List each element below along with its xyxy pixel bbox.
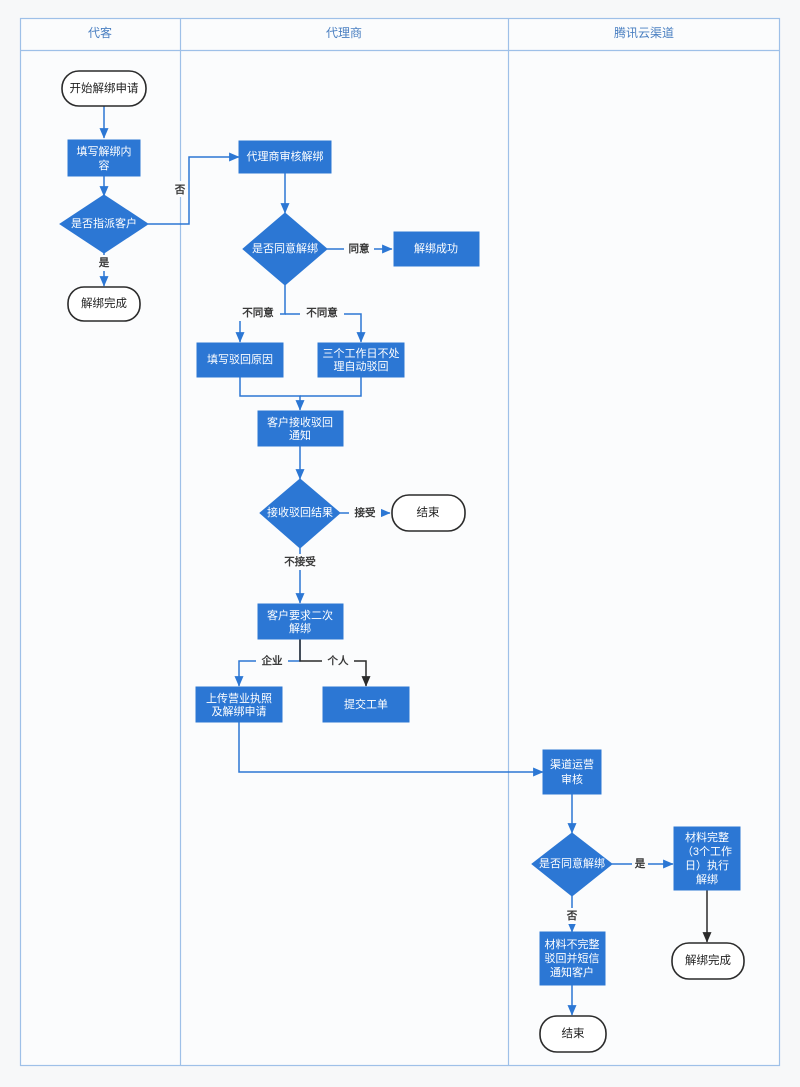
node-label: 开始解绑申请 — [70, 81, 139, 95]
node-unbind-complete-left[interactable]: 解绑完成 — [67, 286, 141, 322]
node-label: 解绑成功 — [414, 241, 458, 255]
lane-header-daike: 代客 — [88, 25, 112, 40]
node-end-agent-lane[interactable]: 结束 — [391, 494, 466, 532]
edge-label-result-accept: 接受 — [355, 506, 376, 519]
edge-label-disagree-left: 不同意 — [242, 306, 274, 319]
node-label-line2: 理自动驳回 — [334, 360, 389, 373]
node-unbind-success[interactable]: 解绑成功 — [393, 231, 480, 267]
node-materials-complete-execute-unbind[interactable]: 材料完整 （3个工作 日）执行 解绑 — [673, 826, 741, 891]
node-label: 接收驳回结果 — [267, 505, 333, 519]
swimlane-container — [19, 17, 781, 1067]
node-submit-ticket[interactable]: 提交工单 — [322, 686, 410, 723]
edge-label-result-reject: 不接受 — [284, 555, 316, 568]
node-label: 代理商审核解绑 — [247, 149, 324, 163]
node-end-channel-lane[interactable]: 结束 — [539, 1015, 607, 1053]
node-start-unbind-request[interactable]: 开始解绑申请 — [61, 70, 147, 107]
node-label: 结束 — [417, 506, 440, 519]
node-decision-receive-reject-result[interactable]: 接收驳回结果 — [259, 478, 341, 549]
edge-label-assign-no: 否 — [174, 184, 186, 196]
node-auto-reject-three-days[interactable]: 三个工作日不处 理自动驳回 — [317, 342, 405, 378]
node-agent-review-unbind[interactable]: 代理商审核解绑 — [238, 140, 332, 174]
edge-assign-no-to-agent-review — [148, 152, 240, 225]
node-label: 解绑完成 — [81, 296, 127, 310]
node-label-line1: 上传营业执照 — [206, 691, 272, 705]
edge-label-assign-yes: 是 — [98, 257, 110, 269]
node-label: 解绑完成 — [685, 953, 731, 967]
node-label-line2: 解绑 — [289, 621, 311, 635]
node-materials-incomplete-reject-sms[interactable]: 材料不完整 驳回并短信 通知客户 — [539, 931, 606, 986]
node-label-line4: 解绑 — [696, 872, 718, 886]
edge-label-channel-no: 否 — [566, 910, 578, 922]
node-label-line1: 填写解绑内 — [77, 144, 132, 158]
edge-label-agree-yes: 同意 — [349, 242, 370, 255]
node-fill-reject-reason[interactable]: 填写驳回原因 — [196, 342, 284, 378]
node-label-line3: 日）执行 — [685, 858, 729, 872]
node-label-line2: 及解绑申请 — [212, 704, 267, 718]
lane-header-agent: 代理商 — [326, 25, 362, 40]
edge-label-second-person: 个人 — [327, 654, 349, 667]
node-decision-agent-agree[interactable]: 是否同意解绑 — [242, 212, 328, 286]
node-label: 是否指派客户 — [71, 216, 137, 230]
edge-auto-reject-to-notify — [300, 377, 362, 397]
node-decision-channel-agree[interactable]: 是否同意解绑 — [531, 832, 613, 897]
node-label-line1: 材料不完整 — [545, 937, 600, 951]
node-label-line2: 容 — [99, 158, 110, 172]
node-customer-receive-reject-notice[interactable]: 客户接收驳回 通知 — [257, 410, 344, 447]
node-label: 填写驳回原因 — [207, 352, 273, 366]
node-label-line2: 驳回并短信 — [545, 951, 600, 965]
node-label-line1: 渠道运营 — [550, 757, 594, 771]
node-label: 提交工单 — [344, 697, 388, 711]
node-channel-operation-review[interactable]: 渠道运营 审核 — [542, 749, 602, 795]
edge-label-channel-yes: 是 — [634, 858, 646, 870]
node-label-line2: （3个工作 — [682, 845, 732, 858]
node-fill-unbind-content[interactable]: 填写解绑内 容 — [67, 139, 141, 177]
node-label-line2: 通知 — [289, 428, 311, 442]
node-label: 结束 — [562, 1027, 585, 1040]
node-customer-request-second-unbind[interactable]: 客户要求二次 解绑 — [257, 603, 344, 640]
node-label-line1: 三个工作日不处 — [323, 347, 400, 360]
node-unbind-complete-right[interactable]: 解绑完成 — [671, 942, 745, 980]
node-label: 是否同意解绑 — [539, 856, 605, 870]
edge-reason-to-notify — [239, 377, 305, 411]
lane-header-channel: 腾讯云渠道 — [614, 25, 674, 40]
edge-label-second-company: 企业 — [261, 654, 283, 667]
node-upload-license-and-application[interactable]: 上传营业执照 及解绑申请 — [195, 686, 283, 723]
node-label-line3: 通知客户 — [550, 965, 594, 979]
node-label: 是否同意解绑 — [252, 241, 318, 255]
node-label-line1: 材料完整 — [685, 830, 729, 844]
node-label-line1: 客户接收驳回 — [267, 415, 333, 429]
edge-label-disagree-right: 不同意 — [306, 306, 338, 319]
edge-upload-to-channel-review — [238, 722, 544, 777]
node-label-line1: 客户要求二次 — [267, 608, 333, 622]
node-decision-assign-customer[interactable]: 是否指派客户 — [59, 194, 149, 254]
node-label-line2: 审核 — [561, 772, 583, 786]
